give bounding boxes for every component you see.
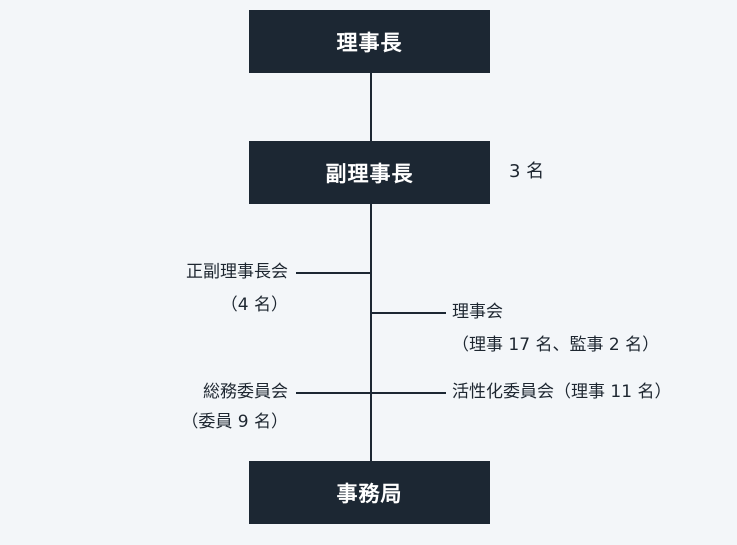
vice-chairman-label: 副理事長 (325, 161, 414, 186)
vice-chairman-count: 3 名 (509, 161, 545, 182)
connector-vice-council (296, 272, 372, 274)
secretariat-label: 事務局 (336, 481, 403, 506)
general-committee-label: 総務委員会 (203, 382, 288, 402)
board-label: 理事会 (452, 302, 503, 322)
connector-main-trunk (370, 204, 372, 461)
activity-committee-label: 活性化委員会（理事 11 名） (452, 382, 672, 402)
chairman-box: 理事長 (249, 10, 490, 73)
connector-board (370, 312, 446, 314)
vice-council-count: （4 名） (220, 295, 288, 315)
connector-chairman-vice (370, 73, 372, 141)
vice-chairman-box: 副理事長 (249, 141, 490, 204)
connector-activity-committee (370, 392, 446, 394)
secretariat-box: 事務局 (249, 461, 490, 524)
board-detail: （理事 17 名、監事 2 名） (452, 335, 660, 355)
general-committee-count: （委員 9 名） (181, 412, 288, 432)
vice-council-label: 正副理事長会 (186, 262, 288, 282)
chairman-label: 理事長 (336, 30, 403, 55)
connector-general-committee (296, 392, 372, 394)
